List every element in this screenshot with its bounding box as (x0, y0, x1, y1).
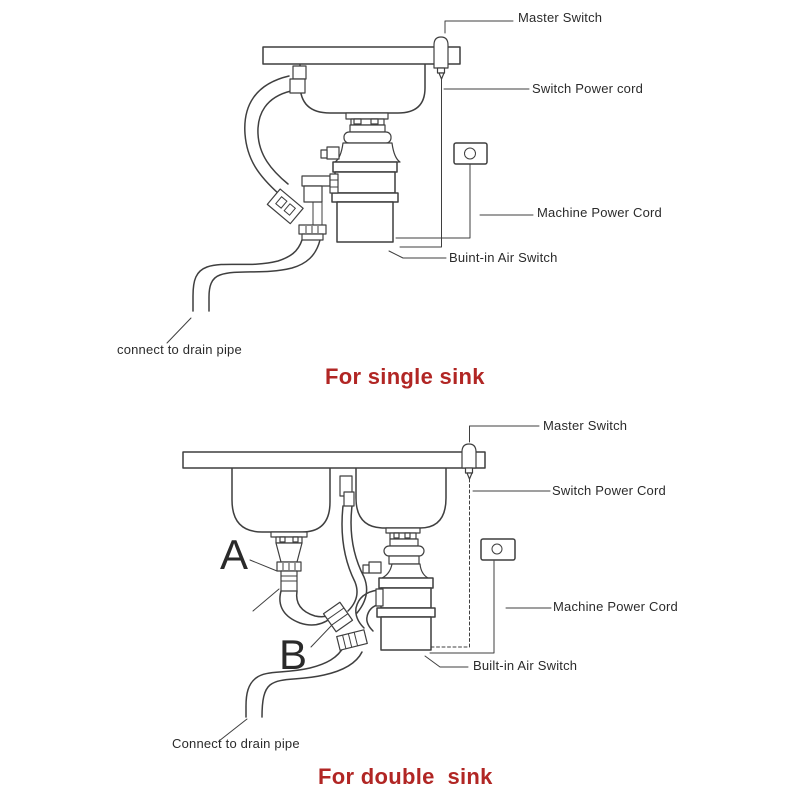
single-countertop (262, 46, 461, 65)
single-outlet-elbow (298, 175, 331, 241)
double-sink-drawing (182, 425, 552, 742)
single-leader-lines (166, 20, 534, 344)
double-leader-lines (218, 425, 552, 742)
double-countertop (182, 451, 486, 469)
single-overflow-bracket (289, 65, 307, 94)
single-connect-drain-label: connect to drain pipe (117, 342, 242, 357)
single-drain-pipe (192, 239, 321, 312)
double-dishwasher-inlet (362, 561, 382, 574)
single-dishwasher-hose (244, 75, 292, 195)
double-left-basin (231, 468, 331, 533)
single-master-switch-label: Master Switch (518, 10, 603, 25)
single-switch-power-cord-line (399, 78, 442, 248)
double-disposal-outlet-hose (355, 589, 381, 632)
double-right-basin (355, 468, 447, 529)
double-disposal-mount (381, 538, 429, 579)
double-divider-hose (341, 505, 368, 614)
single-machine-power-cord-line (395, 163, 471, 239)
double-right-drain-flange (385, 527, 421, 540)
single-machine-power-cord-label: Machine Power Cord (537, 205, 662, 220)
double-divider-bracket (339, 475, 355, 507)
single-sink-title: For single sink (325, 364, 485, 389)
single-disposal-body (329, 161, 399, 243)
double-disposal-body (375, 577, 436, 651)
double-sink-title: For double sink (318, 764, 493, 789)
double-air-switch-label: Built-in Air Switch (473, 658, 578, 673)
single-air-switch-button (453, 142, 488, 165)
double-left-drain-assembly (270, 531, 308, 592)
double-connect-drain-label: Connect to drain pipe (172, 736, 300, 751)
double-master-switch (461, 443, 477, 480)
double-drain-coupling (336, 629, 368, 651)
single-sink-basin (299, 64, 426, 114)
double-switch-power-cord-line (430, 478, 470, 648)
double-machine-power-cord-label: Machine Power Cord (553, 599, 678, 614)
double-master-switch-label: Master Switch (543, 418, 628, 433)
double-switch-power-cord-label: Switch Power Cord (552, 483, 666, 498)
single-sink-drawing (166, 20, 534, 344)
double-machine-power-cord-line (429, 560, 495, 654)
single-hose-clamp (266, 188, 304, 225)
double-junction-clamp-b (322, 601, 354, 633)
single-switch-power-cord-label: Switch Power cord (532, 81, 644, 96)
double-drain-pipe (245, 645, 363, 718)
single-air-switch-label: Buint-in Air Switch (449, 250, 558, 265)
single-dishwasher-inlet (320, 146, 340, 160)
marker-b: B (279, 631, 308, 678)
single-disposal-mount (334, 112, 401, 163)
double-air-switch-button (480, 538, 516, 561)
single-master-switch (433, 36, 449, 80)
marker-a: A (220, 531, 249, 578)
